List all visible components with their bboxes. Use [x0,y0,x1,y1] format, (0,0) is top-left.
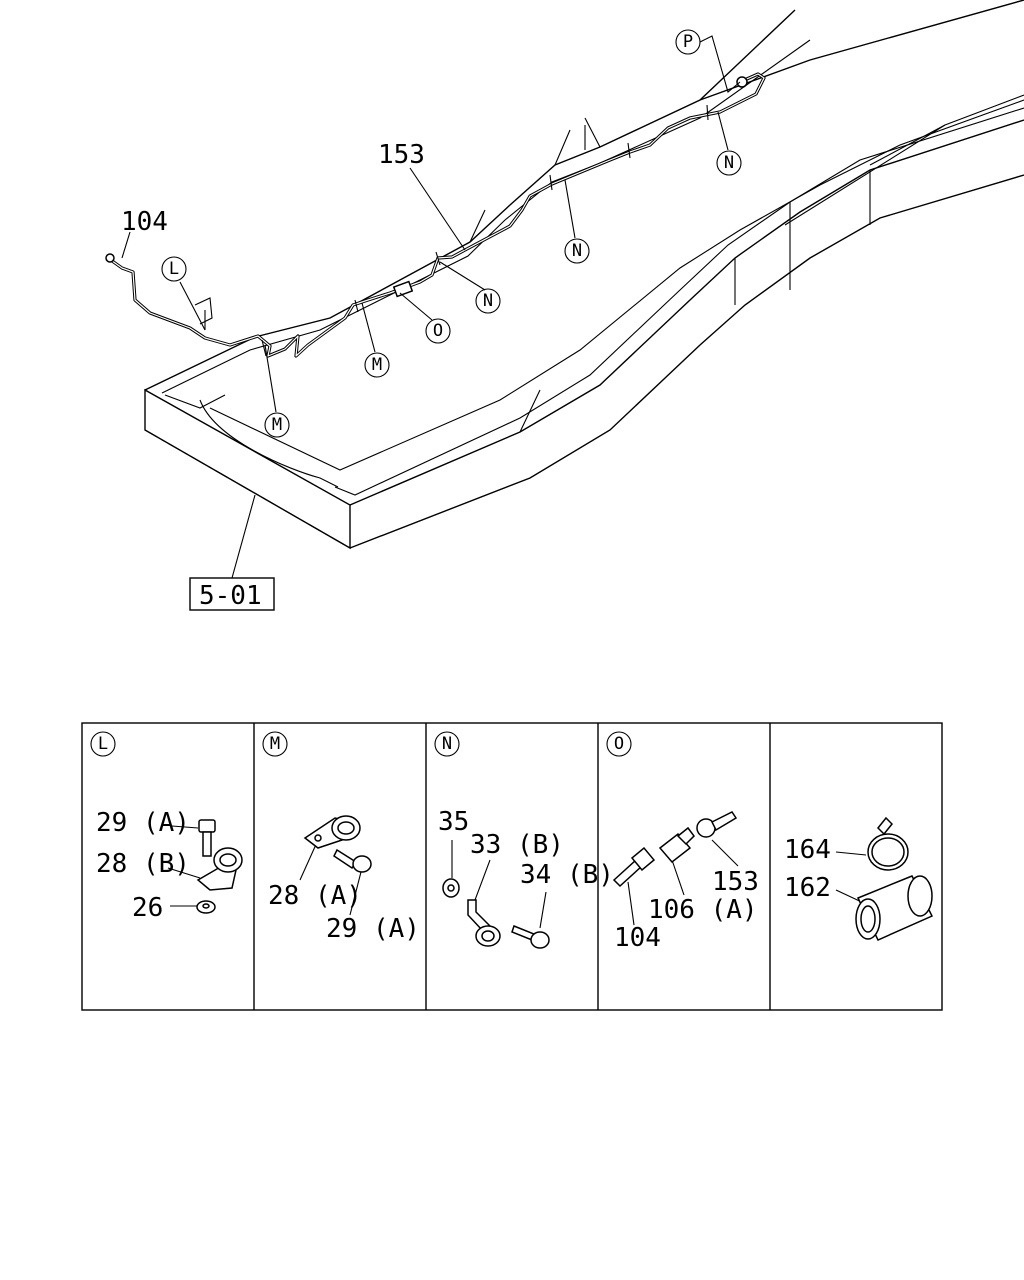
reference-label: 5-01 [199,581,262,611]
panel-m-key: M [270,734,280,754]
callout-p-letter: P [683,32,693,52]
callout-m-1: M [364,352,390,378]
callout-n-letter-2: N [572,241,582,261]
clamp-icon [196,847,243,891]
frame-rail [144,0,1024,550]
part-106a-o: 106 (A) [648,895,758,925]
callout-m-2: M [264,412,290,438]
panel-o: O 104 106 (A) 153 [606,731,759,953]
leader-lines [121,35,741,579]
part-162: 162 [784,873,831,903]
bolt-icon [511,925,550,949]
fuel-pipe-153 [105,72,766,358]
part-104-o: 104 [614,923,661,953]
callout-n-3: N [475,288,501,314]
pipe-fitting-icon [696,811,738,838]
panel-misc: 164 162 [784,816,934,941]
callout-p: P [675,29,701,55]
callout-n-2: N [564,238,590,264]
hose-clamp-icon [867,816,909,871]
panel-o-key: O [614,734,624,754]
callout-l-letter: L [169,259,179,279]
callout-l: L [161,256,187,282]
detail-table [81,722,943,1011]
callout-n-letter-1: N [724,153,734,173]
rubber-hose-icon [855,875,934,941]
label-104-main: 104 [121,207,168,237]
panel-l-key: L [98,734,108,754]
callout-o-letter: O [433,321,443,341]
part-26-l: 26 [132,893,163,923]
clamp-icon [303,815,361,849]
callout-m-letter-2: M [272,415,282,435]
callout-m-letter-1: M [372,355,382,375]
callout-n-letter-3: N [483,291,493,311]
panel-n: N 35 33 (B) 34 (B) [434,731,614,949]
nut-icon [442,878,460,898]
bracket-icon [467,899,501,947]
part-29a-m: 29 (A) [326,914,420,944]
reference-box-5-01[interactable]: 5-01 [189,577,275,611]
connector-icon [658,826,695,864]
part-34b-n: 34 (B) [520,860,614,890]
part-29a-l: 29 (A) [96,808,190,838]
panel-l: L 29 (A) 28 (B) 26 [90,731,243,923]
hose-fitting-icon [612,846,656,888]
part-33b-n: 33 (B) [470,830,564,860]
label-153-main: 153 [378,140,425,170]
panel-m: M 28 (A) 29 (A) [262,731,420,944]
part-35-n: 35 [438,807,469,837]
callout-n-1: N [716,150,742,176]
bolt-icon [198,819,216,857]
nut-icon [196,900,216,914]
bolt-icon [333,848,372,873]
part-28b-l: 28 (B) [96,849,190,879]
part-153-o: 153 [712,867,759,897]
part-28a-m: 28 (A) [268,881,362,911]
part-164: 164 [784,835,831,865]
callout-o: O [425,318,451,344]
panel-n-key: N [442,734,452,754]
